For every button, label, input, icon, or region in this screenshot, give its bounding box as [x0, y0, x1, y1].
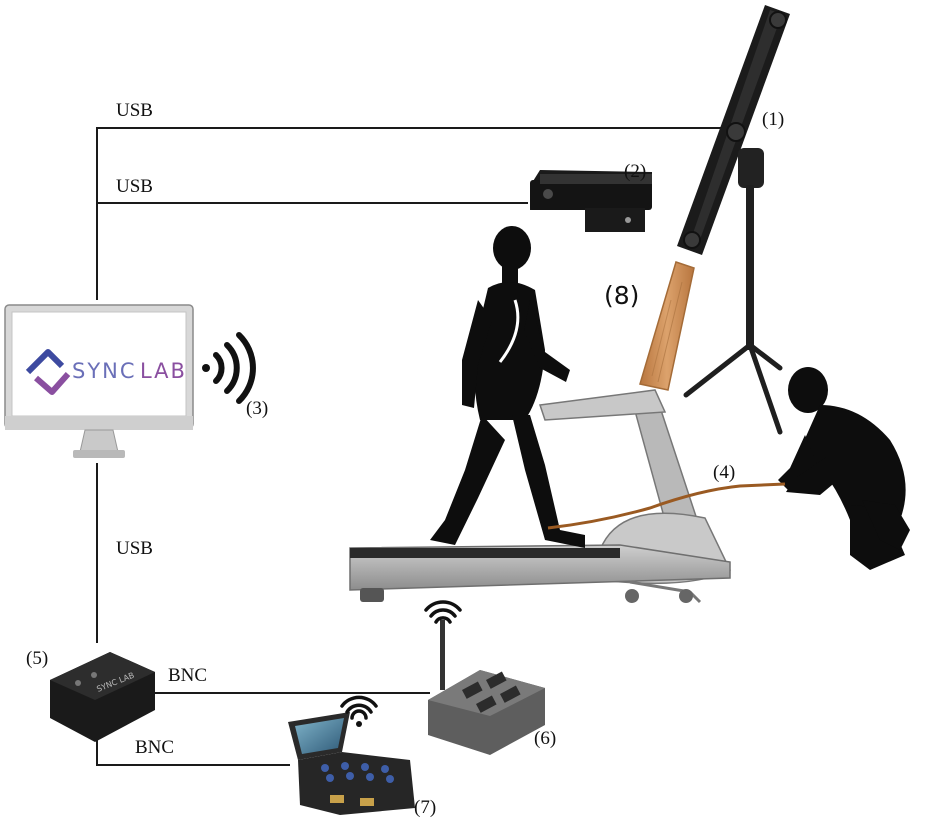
bnc-line-case	[97, 740, 290, 765]
motion-capture-camera	[677, 5, 790, 432]
label-6: (6)	[534, 728, 556, 749]
camera-lens-top	[770, 12, 786, 28]
label-bnc-case: BNC	[135, 737, 174, 758]
tripod-pole	[746, 185, 754, 350]
label-bnc-receiver: BNC	[168, 665, 207, 686]
wireless-icon	[202, 335, 253, 401]
label-usb-sync: USB	[116, 538, 153, 559]
camera-lens-bottom	[684, 232, 700, 248]
label-usb-top: USB	[116, 100, 153, 121]
label-8: (8)	[604, 281, 639, 310]
label-usb-kinect: USB	[116, 176, 153, 197]
sync-box	[50, 652, 155, 742]
monitor-logo-sync: SYNC	[72, 359, 137, 383]
label-5: (5)	[26, 648, 48, 669]
receiver-dock	[426, 602, 545, 755]
walking-person-silhouette	[430, 226, 585, 548]
label-7: (7)	[414, 797, 436, 818]
monitor-stand	[80, 430, 118, 452]
label-3: (3)	[246, 398, 268, 419]
tripod-leg-left	[686, 345, 750, 395]
sensor-case	[288, 697, 415, 815]
wooden-pole	[640, 262, 694, 390]
tripod-head	[738, 148, 764, 188]
crouching-person-silhouette	[778, 367, 910, 570]
monitor-logo-lab: LAB	[140, 359, 187, 383]
label-2: (2)	[624, 161, 646, 182]
camera-lens-mid	[727, 123, 745, 141]
label-4: (4)	[713, 462, 735, 483]
label-1: (1)	[762, 109, 784, 130]
